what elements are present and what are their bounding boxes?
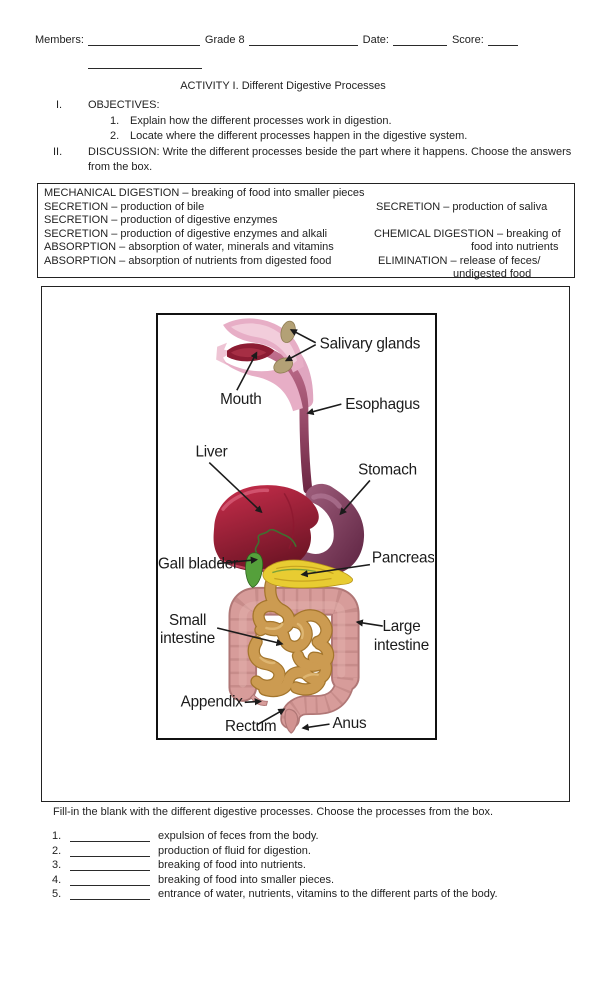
item-number: 1.: [52, 830, 62, 842]
fill-in-item: 1. expulsion of feces from the body.: [52, 829, 319, 842]
pancreas-pointer: [300, 563, 371, 578]
stomach-shape: [299, 483, 365, 576]
gall-bladder-label: Gall bladder: [158, 556, 238, 573]
diagram-box: Salivary glands Mouth Esophagus Liver St…: [41, 286, 570, 802]
fill-in-item: 3. breaking of food into nutrients.: [52, 858, 306, 871]
liver-pointer: [208, 462, 263, 514]
item-text: breaking of food into smaller pieces.: [158, 873, 335, 886]
answer-option: ABSORPTION – absorption of water, minera…: [44, 241, 334, 254]
item-text: production of fluid for digestion.: [158, 844, 311, 857]
activity-title: ACTIVITY I. Different Digestive Processe…: [180, 80, 386, 92]
digestive-system-figure: Salivary glands Mouth Esophagus Liver St…: [156, 313, 437, 740]
rectum-shape: [284, 708, 299, 734]
mouth-pointer: [236, 351, 258, 391]
gall-bladder-shape: [245, 552, 264, 588]
salivary-glands-label: Salivary glands: [320, 336, 421, 353]
answer-blank: [70, 873, 150, 886]
rectum-label: Rectum: [225, 718, 276, 735]
header-row: Members: Grade 8 Date: Score:: [35, 33, 518, 46]
salivary-glands-pointer-lower: [284, 344, 317, 362]
answer-blank: [70, 858, 150, 871]
objective-item-number: 1.: [110, 115, 120, 127]
answer-option: MECHANICAL DIGESTION – breaking of food …: [44, 187, 365, 199]
answer-option: SECRETION – production of bile: [44, 200, 205, 213]
objective-item-text: Explain how the different processes work…: [130, 115, 392, 127]
members-blank: [87, 33, 200, 46]
fill-in-item: 5. entrance of water, nutrients, vitamins…: [52, 887, 498, 900]
rectum-pointer: [256, 708, 286, 726]
stomach-label: Stomach: [358, 461, 417, 478]
answer-box-left-column: MECHANICAL DIGESTION – breaking of food …: [44, 187, 365, 269]
objectives-heading: OBJECTIVES:: [88, 99, 160, 111]
answer-blank: [70, 887, 150, 900]
score-label: Score:: [451, 34, 484, 46]
item-text: breaking of food into nutrients.: [158, 859, 306, 871]
members-label: Members:: [35, 34, 84, 46]
objectives-numeral: I.: [56, 99, 63, 111]
answer-option-continued: food into nutrients: [471, 241, 559, 253]
discussion-numeral: II.: [53, 146, 63, 158]
small-intestine-label-line1: Small: [169, 612, 206, 629]
liver-label: Liver: [195, 444, 227, 461]
fill-in-instruction: Fill-in the blank with the different dig…: [53, 806, 494, 818]
anus-pointer: [301, 723, 330, 731]
large-intestine-label-line1: Large: [382, 618, 420, 635]
answer-option: ABSORPTION – absorption of nutrients fro…: [44, 254, 332, 267]
members-blank-line2: [88, 56, 202, 69]
item-number: 2.: [52, 844, 62, 857]
appendix-pointer: [244, 698, 262, 706]
item-number: 5.: [52, 888, 62, 900]
appendix-shape: [250, 693, 269, 706]
large-intestine-shape: [228, 586, 360, 734]
bile-duct-shape: [254, 528, 297, 554]
tongue-shape: [230, 348, 267, 358]
score-blank: [487, 33, 518, 46]
answer-option: ELIMINATION – release of feces/: [378, 254, 541, 267]
item-text: entrance of water, nutrients, vitamins t…: [158, 888, 498, 900]
objective-item-number: 2.: [110, 130, 120, 142]
appendix-label: Appendix: [181, 693, 244, 710]
answer-option: SECRETION – production of digestive enzy…: [44, 214, 278, 227]
date-blank: [392, 33, 447, 46]
answer-option: SECRETION – production of digestive enzy…: [44, 227, 328, 240]
discussion-line2: from the box.: [88, 161, 153, 173]
item-text: expulsion of feces from the body.: [158, 830, 319, 842]
grade-label: Grade 8: [204, 34, 245, 46]
objective-item-text: Locate where the different processes hap…: [130, 130, 468, 142]
answer-blank: [70, 844, 150, 857]
discussion-line1: DISCUSSION: Write the different processe…: [88, 146, 572, 158]
esophagus-pointer: [306, 403, 342, 416]
answer-choices-box: MECHANICAL DIGESTION – breaking of food …: [37, 183, 575, 280]
small-intestine-pointer: [216, 627, 284, 647]
fill-in-item: 2. production of fluid for digestion.: [52, 844, 311, 857]
answer-blank: [70, 829, 150, 842]
anus-label: Anus: [332, 715, 367, 732]
salivary-gland-lower-shape: [273, 357, 293, 374]
mouth-label: Mouth: [220, 391, 261, 408]
item-number: 4.: [52, 873, 62, 886]
pointer-lines: [208, 329, 383, 731]
small-intestine-label-line2: intestine: [160, 630, 215, 647]
salivary-glands-pointer-upper: [289, 329, 317, 344]
item-number: 3.: [52, 859, 62, 871]
answer-option: SECRETION – production of saliva: [376, 200, 548, 213]
fill-in-item: 4. breaking of food into smaller pieces.: [52, 873, 334, 886]
large-intestine-pointer: [355, 619, 383, 627]
pancreas-label: Pancreas: [372, 550, 434, 567]
stomach-highlight: [311, 493, 342, 509]
gall-bladder-pointer: [217, 556, 259, 565]
answer-option-continued: undigested food: [453, 268, 532, 280]
large-intestine-label-line2: intestine: [374, 637, 429, 654]
answer-option: CHEMICAL DIGESTION – breaking of: [374, 227, 561, 240]
stomach-pointer: [339, 479, 371, 516]
digestive-system-svg: Salivary glands Mouth Esophagus Liver St…: [158, 318, 436, 735]
date-label: Date:: [362, 34, 389, 46]
grade-blank: [248, 33, 358, 46]
esophagus-label: Esophagus: [345, 396, 420, 413]
